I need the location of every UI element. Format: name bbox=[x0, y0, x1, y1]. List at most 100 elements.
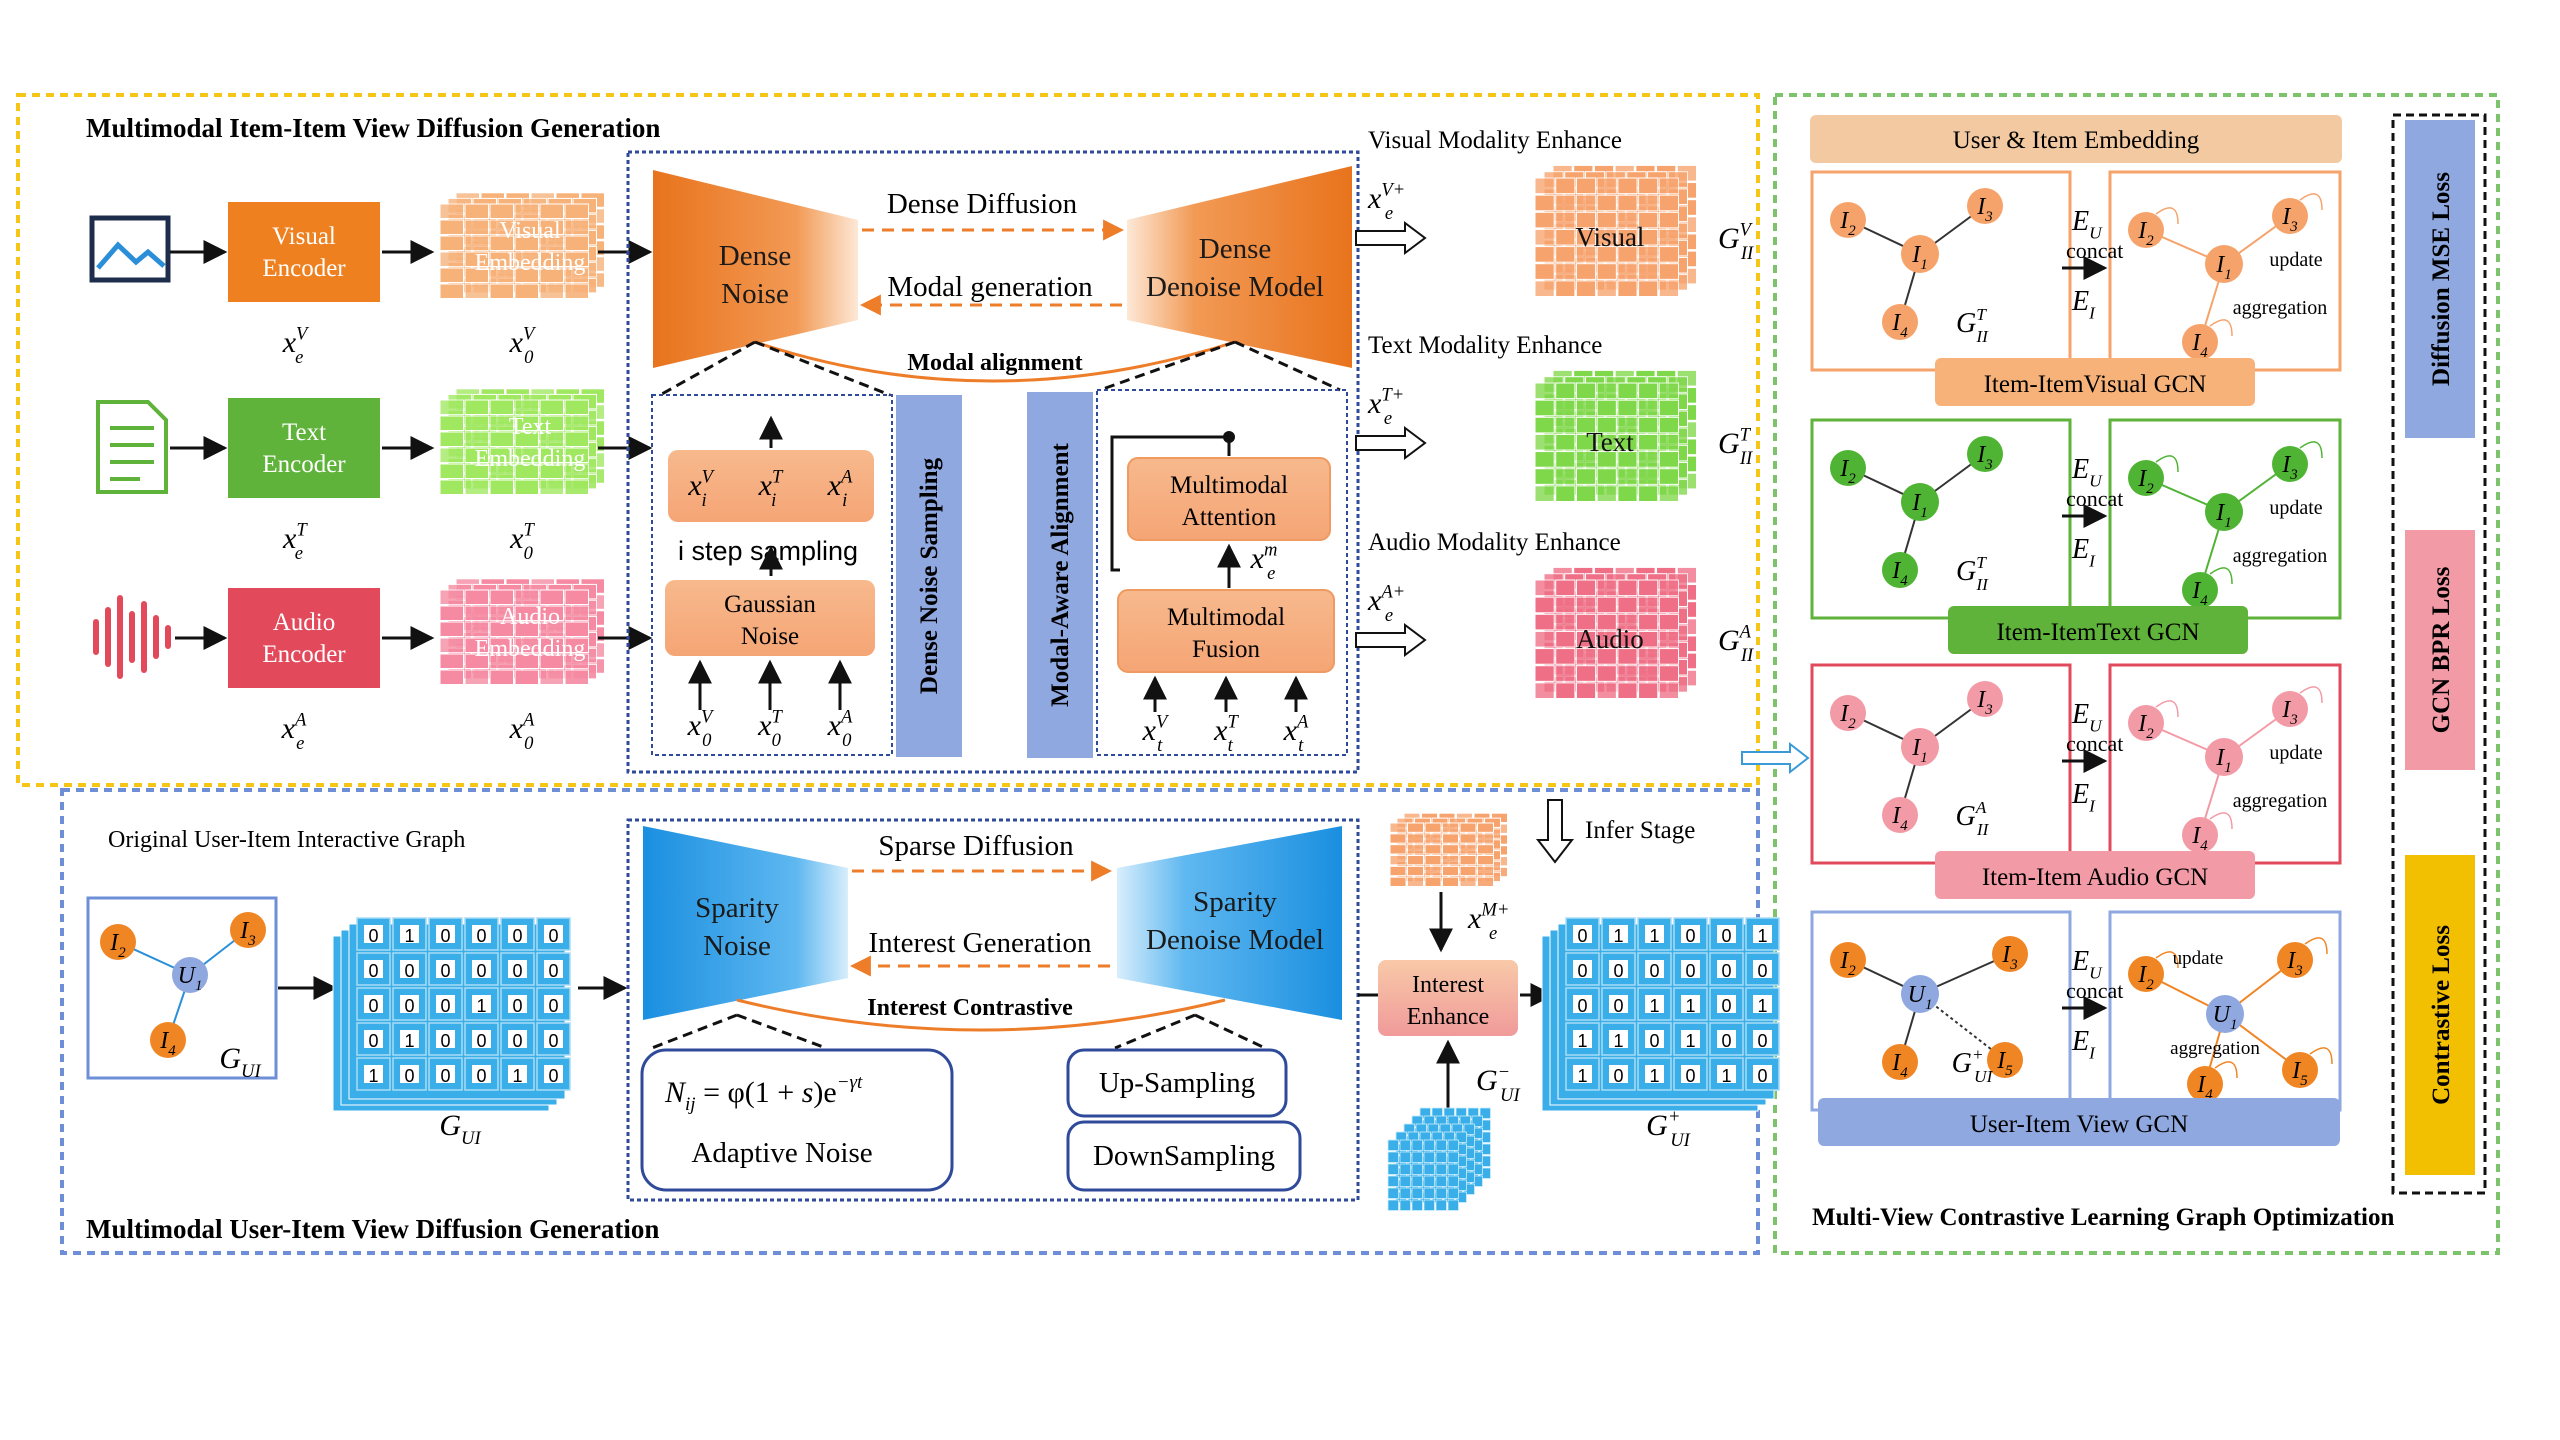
matrix-cell: 0 bbox=[512, 926, 522, 946]
aggregation-label: aggregation bbox=[2233, 297, 2327, 319]
sparsity-denoise-trapezoid bbox=[1117, 826, 1342, 1020]
graph-node bbox=[100, 924, 136, 960]
matrix-label: GUI bbox=[439, 1109, 481, 1149]
matrix-cell: 1 bbox=[1649, 1066, 1659, 1086]
enhance-arrow bbox=[1355, 426, 1427, 460]
dense-noise-sampling-frame bbox=[651, 394, 893, 756]
enhance-arrow bbox=[1355, 221, 1427, 255]
modal-alignment-label: Modal alignment bbox=[907, 350, 1082, 376]
graph-node-label: U1 bbox=[178, 963, 203, 994]
top-panel-frame bbox=[16, 93, 1760, 787]
matrix-cell: 1 bbox=[512, 1066, 522, 1086]
matrix-cell: 0 bbox=[1721, 961, 1731, 981]
matrix-cell: 0 bbox=[1757, 1031, 1767, 1051]
gcn-node-label: I3 bbox=[2286, 948, 2302, 979]
matrix-cell: 0 bbox=[512, 1031, 522, 1051]
gcn-label: Item-ItemText GCN bbox=[1996, 619, 2199, 646]
interest-contrastive-curve bbox=[736, 998, 1226, 1032]
gcn-label: User-Item View GCN bbox=[1970, 1111, 2188, 1138]
embedding-label: Embedding bbox=[475, 250, 586, 276]
matrix-cell: 1 bbox=[1649, 996, 1659, 1016]
matrix-cell: 1 bbox=[1757, 926, 1767, 946]
multimodal-fusion-box bbox=[1117, 589, 1335, 673]
encoder-label: Encoder bbox=[262, 451, 346, 478]
dense-diffusion-label: Dense Diffusion bbox=[887, 188, 1078, 220]
gcn-node-label: I5 bbox=[1996, 1048, 2012, 1079]
gcn-node-label: I3 bbox=[2001, 942, 2017, 973]
sparse-diffusion-frame bbox=[626, 818, 1360, 1202]
matrix-cell: 0 bbox=[548, 926, 558, 946]
gcn-node-label: I3 bbox=[2281, 204, 2297, 235]
enhance-xe: xT+e bbox=[1367, 384, 1404, 428]
loss-label: Contrastive Loss bbox=[2428, 925, 2455, 1105]
enhance-matrix-label: Audio bbox=[1576, 624, 1644, 654]
gcn-node-label: I2 bbox=[2137, 711, 2154, 742]
gcn-node-label: I3 bbox=[1976, 442, 1992, 473]
sparsity-noise-label-2: Noise bbox=[703, 930, 771, 962]
graph-node bbox=[172, 957, 208, 993]
gcn-node-label: I2 bbox=[2137, 962, 2154, 993]
encoder-label: Text bbox=[282, 419, 326, 446]
matrix-cell: 1 bbox=[404, 1031, 414, 1051]
gcn-node-label: I1 bbox=[2215, 500, 2231, 531]
panel-connector-arrow bbox=[1741, 741, 1810, 775]
matrix-cell: 1 bbox=[1649, 926, 1659, 946]
encoder-label: Audio bbox=[273, 609, 336, 636]
matrix-cell: 0 bbox=[476, 1031, 486, 1051]
concat-label: concat bbox=[2066, 731, 2123, 756]
ei-label: EI bbox=[2071, 1026, 2096, 1062]
gcn-node-label: I5 bbox=[2291, 1058, 2307, 1089]
loss-bar bbox=[2405, 120, 2475, 438]
dense-noise-label-1: Dense bbox=[719, 240, 791, 272]
enhance-matrix-label: Visual bbox=[1576, 222, 1645, 252]
enhance-xe: xA+e bbox=[1367, 581, 1405, 625]
enhance-matrix-label: Text bbox=[1586, 427, 1634, 457]
matrix-cell: 0 bbox=[440, 1031, 450, 1051]
gcn-node-label: I2 bbox=[1839, 948, 1856, 979]
matrix-cell: 1 bbox=[1577, 1031, 1587, 1051]
matrix-cell: 0 bbox=[1721, 996, 1731, 1016]
matrix-cell: 0 bbox=[1613, 961, 1623, 981]
matrix-cell: 0 bbox=[440, 961, 450, 981]
gcn-node-label: I1 bbox=[1911, 242, 1927, 273]
eu-label: EU bbox=[2071, 946, 2103, 982]
encoder-box bbox=[228, 588, 380, 688]
interest-enhance-label: Enhance bbox=[1407, 1004, 1490, 1030]
matrix-cell: 0 bbox=[404, 996, 414, 1016]
matrix-cell: 0 bbox=[548, 961, 558, 981]
document-icon bbox=[96, 400, 168, 494]
gcn-node-label: I4 bbox=[1891, 310, 1908, 341]
matrix-cell: 0 bbox=[1577, 961, 1587, 981]
dense-denoise-label-1: Dense bbox=[1199, 233, 1271, 265]
gcn-node-label: I1 bbox=[2215, 252, 2231, 283]
matrix-cell: 0 bbox=[1577, 926, 1587, 946]
matrix-cell: 1 bbox=[1613, 926, 1623, 946]
up-sampling-label: Up-Sampling bbox=[1099, 1067, 1255, 1099]
embedding-header-box bbox=[1810, 115, 2342, 163]
embedding-stack bbox=[439, 388, 605, 495]
matrix-cell: 0 bbox=[368, 961, 378, 981]
graph-node bbox=[230, 912, 266, 948]
modal-aware-alignment-bar bbox=[1027, 392, 1093, 758]
matrix-cell: 1 bbox=[1685, 996, 1695, 1016]
eu-label: EU bbox=[2071, 699, 2103, 735]
gcn-node-label: I1 bbox=[1911, 735, 1927, 766]
matrix-cell: 0 bbox=[404, 961, 414, 981]
enhance-title: Visual Modality Enhance bbox=[1368, 127, 1622, 154]
matrix-cell: 1 bbox=[476, 996, 486, 1016]
matrix-cell: 0 bbox=[1685, 1066, 1695, 1086]
aggregation-label: aggregation bbox=[2170, 1038, 2260, 1059]
update-label: update bbox=[2269, 497, 2322, 519]
matrix-cell: 0 bbox=[1757, 961, 1767, 981]
top-panel-title: Multimodal Item-Item View Diffusion Gene… bbox=[86, 113, 660, 143]
multimodal-attention-label-1: Multimodal bbox=[1170, 472, 1288, 499]
adaptive-formula: Nij = φ(1 + s)e−γt bbox=[664, 1072, 863, 1115]
